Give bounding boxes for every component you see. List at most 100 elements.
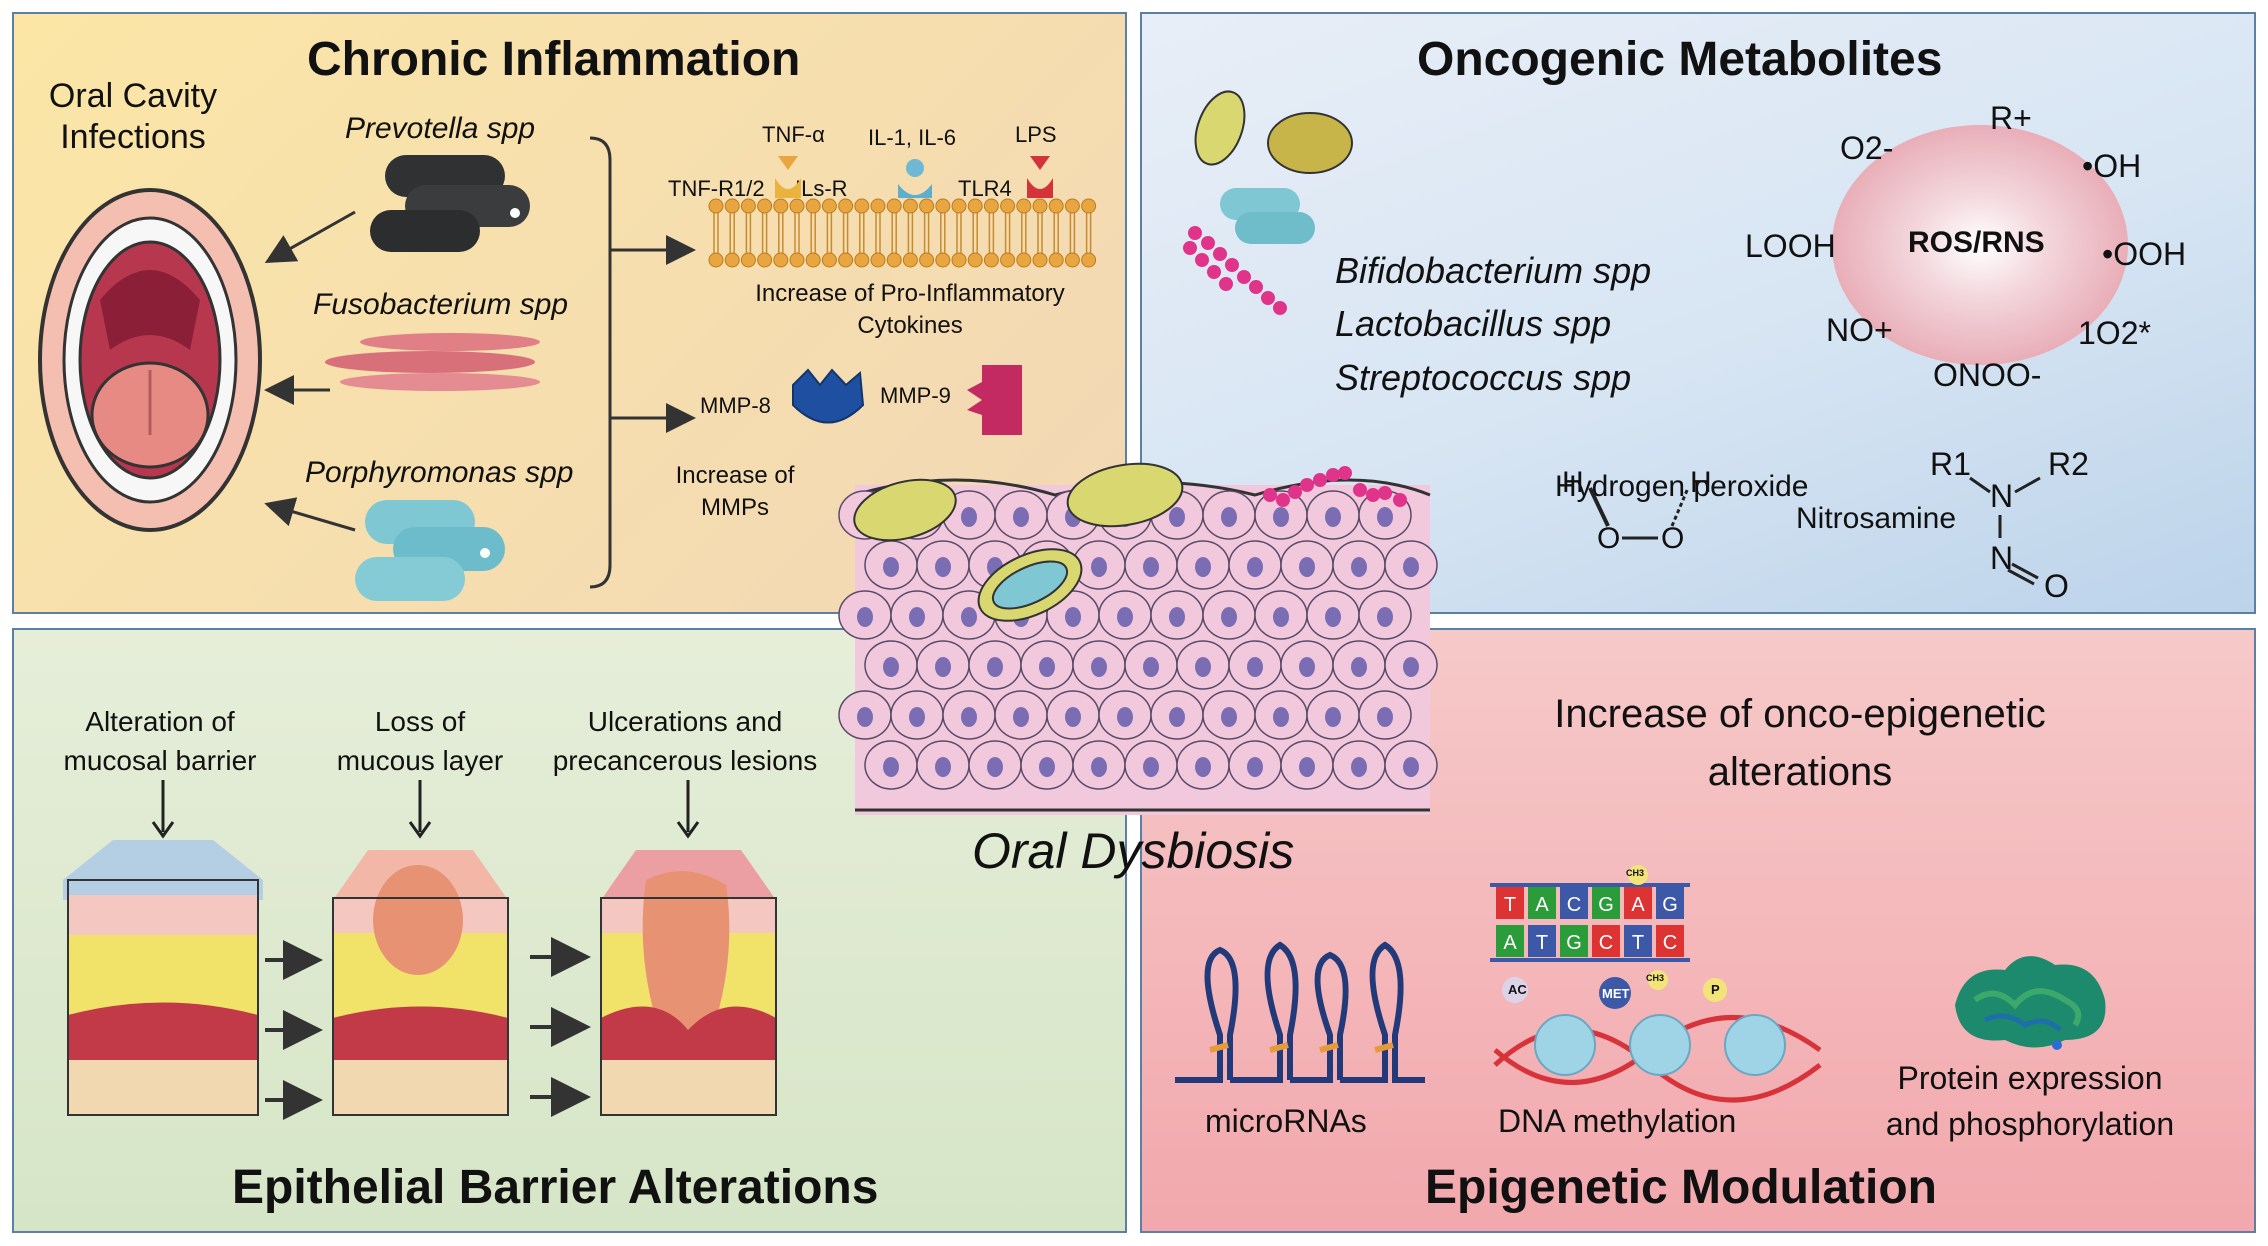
ros-r-plus: R+	[1990, 100, 2032, 136]
stage3-label: Ulcerations and precancerous lesions	[535, 702, 835, 780]
mmp9-label: MMP-9	[880, 383, 951, 408]
mmp8-label: MMP-8	[700, 393, 771, 418]
prevotella-bacteria	[370, 155, 530, 252]
oncogenic-metabolites-title: Oncogenic Metabolites	[1417, 33, 1943, 86]
arrows-to-mouth	[264, 210, 356, 532]
dna-bottom-base: A	[1503, 932, 1517, 954]
stage2-label: Loss of mucous layer	[315, 702, 525, 780]
mark-ac: AC	[1508, 982, 1527, 997]
protein-line1: Protein expression	[1897, 1060, 2163, 1096]
mmp8-enzyme	[792, 368, 865, 424]
tissue-stage-3	[600, 780, 777, 1116]
probiotic-list: Bifidobacterium spp Lactobacillus spp St…	[1335, 244, 1651, 404]
protein-line2: and phosphorylation	[1885, 1106, 2175, 1143]
stage3-line1: Ulcerations and	[587, 706, 783, 737]
tissue-stage-2	[332, 780, 509, 1116]
nitro-o: O	[2044, 568, 2069, 604]
dna-top-base: G	[1598, 894, 1614, 916]
mmps-line2: MMPs	[701, 494, 769, 522]
nitrosamine-label: Nitrosamine	[1796, 502, 1957, 535]
open-mouth-illustration	[38, 188, 262, 532]
nitro-n-bottom: N	[1990, 540, 2014, 576]
oral-cavity-line1: Oral Cavity	[48, 77, 218, 115]
ros-hydroxyl: •OH	[2082, 148, 2142, 184]
nitro-r2: R2	[2048, 446, 2089, 482]
chronic-inflammation-title: Chronic Inflammation	[307, 33, 801, 86]
mark-met: MET	[1602, 986, 1630, 1001]
mark-ch3-bottom: CH3	[1646, 973, 1665, 983]
ros-peroxynitrite: ONOO-	[1933, 357, 2042, 393]
dna-top-base: A	[1535, 894, 1549, 916]
bifidobacterium-label: Bifidobacterium spp	[1335, 250, 1652, 291]
epithelium-illustration	[838, 462, 1438, 815]
cell-membrane	[708, 156, 1097, 268]
ilsr-label: ILs-R	[795, 176, 848, 201]
dna-top-base: G	[1662, 894, 1678, 916]
ros-rns-ellipse	[1832, 125, 2128, 365]
mmps-label: Increase of MMPs	[660, 460, 810, 525]
tissue-stage-1	[63, 780, 263, 1116]
lps-label: LPS	[1015, 122, 1057, 147]
porphyromonas-bacteria	[355, 500, 505, 601]
microrna-label: microRNAs	[1205, 1103, 1367, 1139]
dna-bottom-base: C	[1663, 932, 1677, 954]
ros-singlet-oxygen: 1O2*	[2078, 315, 2151, 351]
stage1-line2: mucosal barrier	[63, 745, 257, 777]
protein-structure	[1955, 956, 2106, 1050]
h2o2-o-right: O	[1661, 522, 1685, 555]
epigenetic-header-line1: Increase of onco-epigenetic	[1554, 692, 2046, 736]
ros-no-plus: NO+	[1826, 312, 1893, 348]
nitrosamine-structure	[1969, 476, 2041, 586]
ros-ooh: •OOH	[2102, 236, 2187, 272]
bracket	[589, 136, 696, 589]
tnf-alpha-label: TNF-α	[762, 122, 825, 147]
protein-label: Protein expression and phosphorylation	[1865, 1055, 2195, 1148]
h2o2-o-left: O	[1597, 522, 1621, 555]
mark-ch3-top: CH3	[1626, 868, 1645, 878]
dna-bottom-base: G	[1566, 932, 1582, 954]
dna-top-base: C	[1567, 894, 1581, 916]
fusobacterium-label: Fusobacterium spp	[313, 288, 569, 321]
cytokines-label: Increase of Pro-Inflammatory Cytokines	[710, 278, 1110, 343]
mmps-line1: Increase of	[675, 462, 795, 489]
nitro-r1: R1	[1930, 446, 1971, 482]
ros-rns-label: ROS/RNS	[1908, 226, 2045, 259]
epithelial-title: Epithelial Barrier Alterations	[232, 1161, 879, 1214]
microrna-hairpins	[1175, 941, 1425, 1083]
lactobacillus-label: Lactobacillus spp	[1335, 303, 1612, 345]
tnfr-label: TNF-R1/2	[668, 176, 765, 201]
fusobacterium-bacteria	[325, 333, 540, 391]
epigenetic-title: Epigenetic Modulation	[1425, 1161, 1937, 1214]
stage1-line1: Alteration of	[85, 706, 235, 737]
h2o2-h-right: H	[1690, 466, 1712, 499]
prevotella-label: Prevotella spp	[345, 112, 536, 145]
il-label: IL-1, IL-6	[868, 125, 957, 150]
nitro-n-top: N	[1990, 478, 2014, 514]
mark-p: P	[1711, 982, 1720, 997]
ros-looh: LOOH	[1745, 228, 1836, 264]
dna-top-base: A	[1631, 894, 1645, 916]
cytokines-line2: Cytokines	[857, 312, 963, 340]
hydrogen-peroxide-structure	[1588, 487, 1690, 540]
oral-cavity-line2: Infections	[60, 117, 206, 156]
hydrogen-peroxide-label: Hydrogen peroxide	[1555, 470, 1809, 503]
ros-superoxide: O2-	[1840, 130, 1894, 166]
stage1-label: Alteration of mucosal barrier	[40, 702, 280, 780]
oral-dysbiosis-label: Oral Dysbiosis	[972, 823, 1295, 879]
bacteria-on-epithelium	[853, 462, 1184, 622]
stage3-line2: precancerous lesions	[552, 745, 818, 777]
cytokines-line1: Increase of Pro-Inflammatory	[755, 280, 1065, 307]
streptococcus-label: Streptococcus spp	[1335, 356, 1632, 398]
porphyromonas-label: Porphyromonas spp	[305, 456, 574, 489]
dna-bottom-base: C	[1599, 932, 1613, 954]
h2o2-h-left: H	[1562, 466, 1584, 499]
dna-methylation-label: DNA methylation	[1498, 1103, 1737, 1139]
stage2-line1: Loss of	[374, 706, 466, 737]
stage2-line2: mucous layer	[336, 745, 504, 777]
dna-bottom-base: T	[1632, 932, 1644, 954]
epigenetic-header: Increase of onco-epigenetic alterations	[1490, 685, 2110, 801]
stage-arrows	[265, 937, 591, 1120]
epigenetic-header-line2: alterations	[1707, 750, 1893, 794]
dna-bottom-base: T	[1536, 932, 1548, 954]
mmp9-enzyme	[967, 365, 1022, 435]
